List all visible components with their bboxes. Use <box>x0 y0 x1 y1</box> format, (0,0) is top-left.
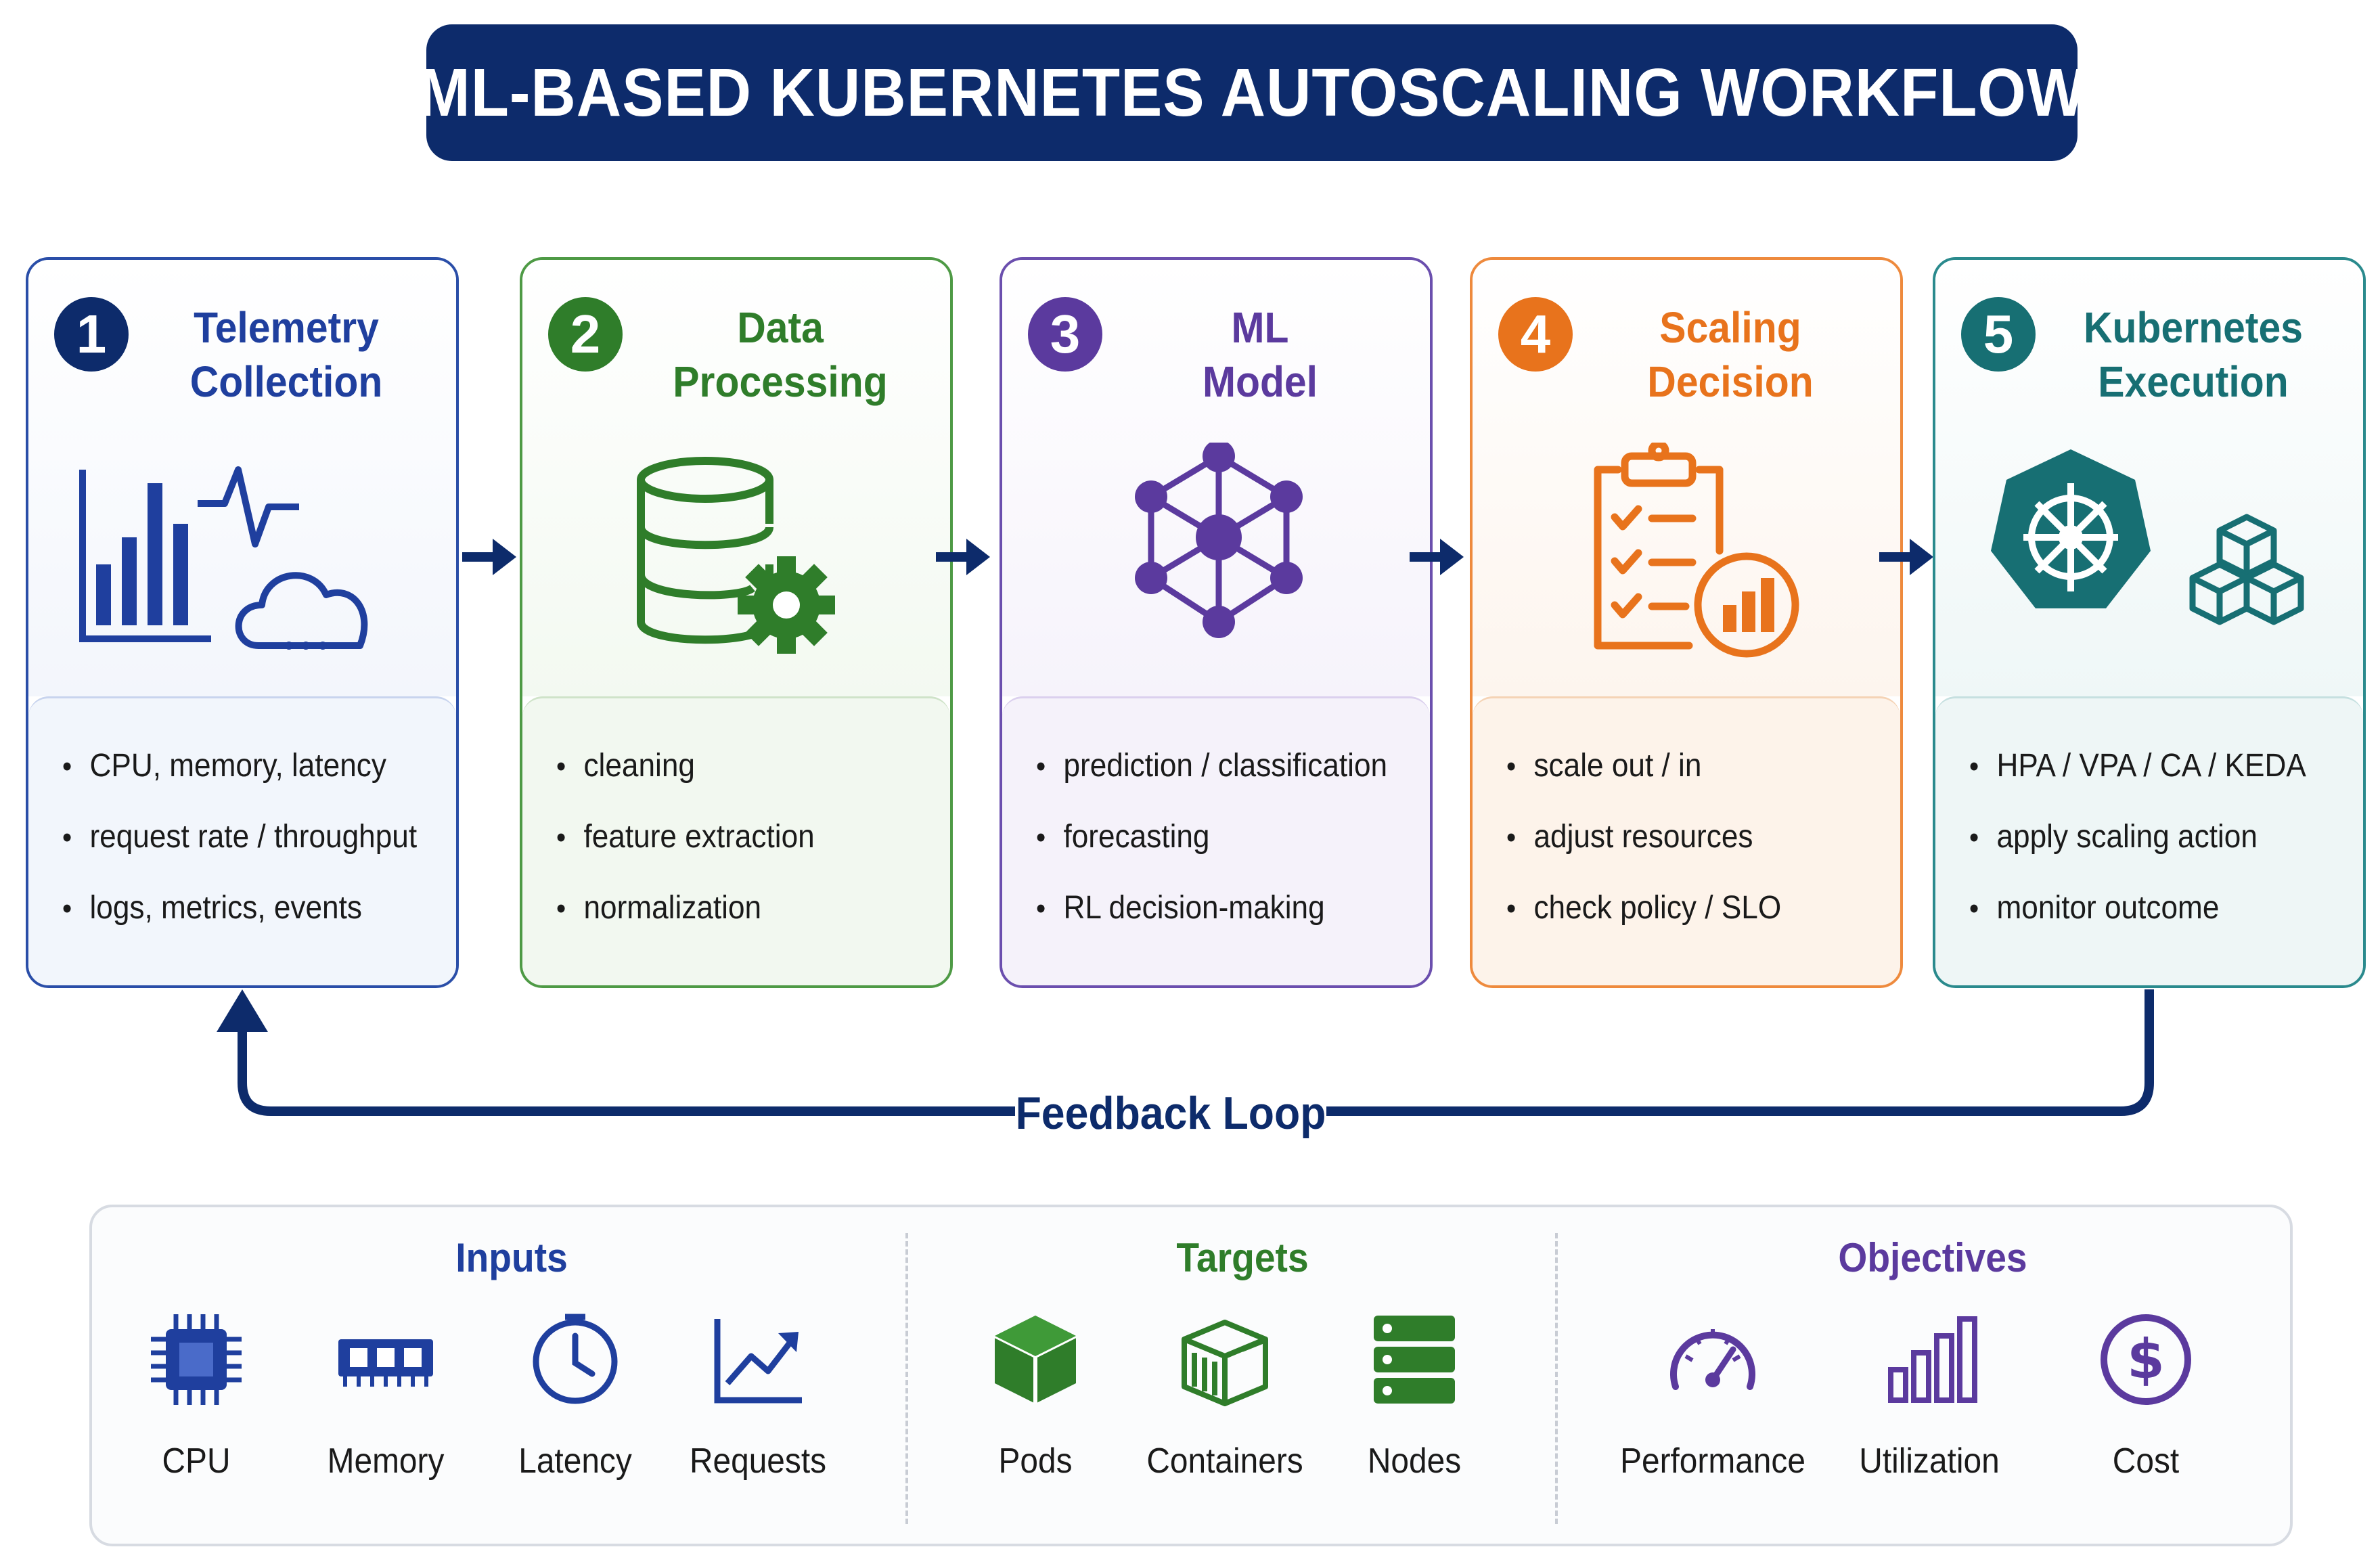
group-title-objectives: Objectives <box>1838 1235 2027 1280</box>
dollar-coin-icon: $ <box>2101 1314 2191 1405</box>
svg-text:$: $ <box>2127 1328 2165 1391</box>
step-title: Data Processing <box>673 303 888 406</box>
step-bullet: apply scaling action <box>1969 802 2331 873</box>
clock-icon <box>533 1314 618 1404</box>
input-item-memory: Memory <box>288 1309 484 1525</box>
step-bullet: logs, metrics, events <box>62 873 424 944</box>
neural-network-icon <box>1135 443 1303 638</box>
bar-chart-icon <box>1888 1316 1977 1403</box>
target-item-nodes: Nodes <box>1316 1309 1512 1525</box>
item-label: Utilization <box>1859 1441 2000 1481</box>
diagram-title: ML-BASED KUBERNETES AUTOSCALING WORKFLOW <box>418 54 2086 131</box>
item-label: Performance <box>1620 1441 1805 1481</box>
step-card-kubernetes-execution: 5 Kubernetes Execution HPA / VPA / CA / … <box>1933 257 2366 988</box>
step-bullet: adjust resources <box>1506 802 1868 873</box>
item-label: CPU <box>162 1441 231 1481</box>
item-label: Containers <box>1146 1441 1303 1481</box>
step-badge: 3 <box>1028 297 1102 372</box>
flow-arrow-icon <box>462 539 516 575</box>
group-title-inputs: Inputs <box>455 1235 568 1280</box>
kubernetes-helm-cubes-icon <box>1991 449 2304 625</box>
container-box-icon <box>1182 1320 1268 1406</box>
memory-module-icon <box>338 1339 433 1387</box>
group-divider <box>1555 1233 1558 1524</box>
title-banner: ML-BASED KUBERNETES AUTOSCALING WORKFLOW <box>418 24 2085 161</box>
step-title: Scaling Decision <box>1647 303 1814 406</box>
cpu-chip-icon <box>151 1314 242 1405</box>
step-bullet: HPA / VPA / CA / KEDA <box>1969 731 2331 802</box>
step-bullet: request rate / throughput <box>62 802 424 873</box>
item-label: Memory <box>327 1441 445 1481</box>
database-gear-icon <box>637 457 835 654</box>
item-label: Latency <box>518 1441 632 1481</box>
step-badge: 2 <box>548 297 623 372</box>
step-bullet: monitor outcome <box>1969 873 2331 944</box>
group-title-targets: Targets <box>1176 1235 1309 1280</box>
flow-arrow-icon <box>936 539 990 575</box>
clipboard-checklist-chart-icon <box>1594 443 1799 658</box>
feedback-loop-label: Feedback Loop <box>1015 1083 1326 1144</box>
step-badge: 5 <box>1961 297 2036 372</box>
step-bullet: CPU, memory, latency <box>62 731 424 802</box>
step-title: ML Model <box>1202 303 1318 406</box>
step-badge: 4 <box>1498 297 1573 372</box>
step-bullet: RL decision-making <box>1036 873 1398 944</box>
step-bullet: check policy / SLO <box>1506 873 1868 944</box>
step-bullet: scale out / in <box>1506 731 1868 802</box>
step-bullet: forecasting <box>1036 802 1398 873</box>
target-item-containers: Containers <box>1127 1309 1323 1525</box>
step-bullet: normalization <box>556 873 918 944</box>
item-label: Nodes <box>1367 1441 1462 1481</box>
objective-item-performance: Performance <box>1601 1309 1824 1525</box>
item-label: Cost <box>2112 1441 2180 1481</box>
step-badge: 1 <box>54 297 129 372</box>
item-label: Requests <box>689 1441 827 1481</box>
speedometer-icon <box>1670 1329 1755 1390</box>
input-item-requests: Requests <box>660 1309 856 1525</box>
trend-chart-icon <box>714 1319 802 1404</box>
server-stack-icon <box>1374 1316 1455 1404</box>
objective-item-cost: $ Cost <box>2048 1309 2244 1525</box>
input-item-latency: Latency <box>477 1309 673 1525</box>
target-item-pods: Pods <box>937 1309 1133 1525</box>
step-title: Kubernetes Execution <box>2084 303 2303 406</box>
cube-icon <box>993 1316 1077 1404</box>
step-bullet: feature extraction <box>556 802 918 873</box>
flow-arrow-icon <box>1410 539 1464 575</box>
step-card-data-processing: 2 Data Processing <box>520 257 953 988</box>
flow-arrow-icon <box>1879 539 1933 575</box>
step-card-telemetry: 1 Telemetry Collection CPU, memory, late… <box>26 257 459 988</box>
step-bullet: cleaning <box>556 731 918 802</box>
step-bullet: prediction / classification <box>1036 731 1398 802</box>
step-card-ml-model: 3 ML Model prediction / classification f… <box>1000 257 1433 988</box>
group-divider <box>905 1233 908 1524</box>
objective-item-utilization: Utilization <box>1831 1309 2027 1525</box>
item-label: Pods <box>998 1441 1073 1481</box>
summary-panel: Inputs Targets Objectives CPU Memory <box>89 1205 2293 1546</box>
telemetry-chart-pulse-cloud-icon <box>79 466 368 650</box>
step-card-scaling-decision: 4 Scaling Decision scale out / in adjust… <box>1470 257 1903 988</box>
input-item-cpu: CPU <box>98 1309 294 1525</box>
step-title: Telemetry Collection <box>189 303 383 406</box>
